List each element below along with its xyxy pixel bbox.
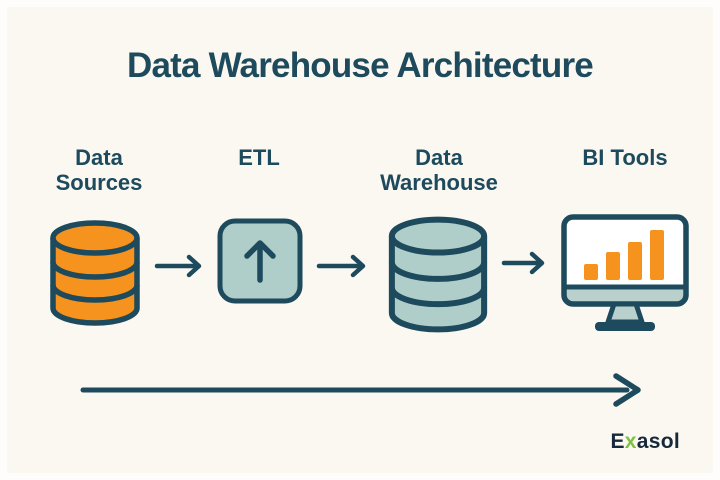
flow-arrow-icon (316, 254, 366, 278)
etl-upload-icon (217, 218, 303, 304)
timeline-arrow-icon (80, 373, 641, 407)
flow-arrow-icon (154, 254, 202, 278)
label-etl: ETL (238, 145, 280, 170)
monitor-bar-chart-icon (561, 214, 689, 331)
page-title: Data Warehouse Architecture (127, 46, 594, 85)
label-data-sources: Data Sources (55, 145, 143, 195)
database-icon (50, 220, 140, 326)
flow-arrow-icon (501, 251, 545, 275)
logo-letter-x: x (624, 430, 637, 453)
label-data-warehouse: Data Warehouse (380, 145, 498, 195)
logo-rest: asol (636, 430, 680, 453)
database-icon (388, 216, 488, 333)
logo-letter-e: E (610, 430, 625, 453)
exasol-logo: Exasol (610, 430, 680, 454)
label-bi-tools: BI Tools (582, 145, 668, 170)
